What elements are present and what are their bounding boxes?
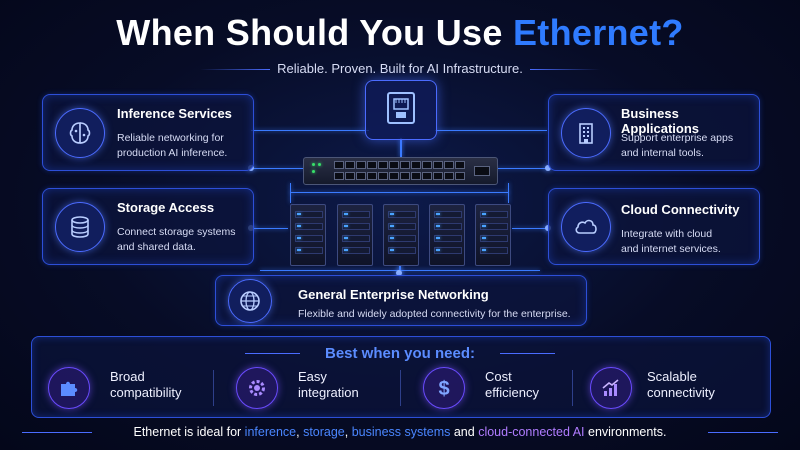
connector-line xyxy=(512,228,548,229)
card-general-enterprise-networking: General Enterprise Networking Flexible a… xyxy=(215,275,587,326)
server-rack xyxy=(290,204,326,266)
footer-text: Ethernet is ideal for inference, storage… xyxy=(133,425,667,439)
ethernet-port-icon xyxy=(365,80,437,140)
card-title: Storage Access xyxy=(117,200,215,215)
database-icon xyxy=(55,202,105,252)
connector-line xyxy=(496,168,548,169)
card-title: Inference Services xyxy=(117,106,232,121)
heading-rule-left xyxy=(245,353,300,354)
card-inference-services: Inference Services Reliable networking f… xyxy=(42,94,254,171)
heading-rule-right xyxy=(500,353,555,354)
connector-line xyxy=(435,130,547,131)
building-icon xyxy=(561,108,611,158)
title-prefix: When Should You Use xyxy=(116,12,513,53)
footer-rule-right xyxy=(708,432,778,433)
best-when-heading: Best when you need: xyxy=(324,345,476,362)
subtitle: Reliable. Proven. Built for AI Infrastru… xyxy=(277,61,523,76)
cloud-icon xyxy=(561,202,611,252)
connector-line xyxy=(252,168,304,169)
growth-chart-icon xyxy=(590,367,632,409)
card-business-applications: Business Applications Support enterprise… xyxy=(548,94,760,171)
server-rack xyxy=(429,204,465,266)
title-accent: Ethernet? xyxy=(512,12,684,53)
connector-line xyxy=(290,183,291,203)
globe-icon xyxy=(228,279,272,323)
server-rack xyxy=(475,204,511,266)
gear-icon xyxy=(236,367,278,409)
card-title: Business Applications xyxy=(621,106,700,136)
connector-line xyxy=(251,130,369,131)
card-title: General Enterprise Networking xyxy=(298,287,489,302)
puzzle-icon xyxy=(48,367,90,409)
best-when-panel xyxy=(31,336,771,418)
server-rack xyxy=(337,204,373,266)
connector-node xyxy=(396,270,402,276)
server-rack xyxy=(383,204,419,266)
card-description: Flexible and widely adopted connectivity… xyxy=(298,308,571,320)
connector-line xyxy=(508,183,509,203)
connector-line xyxy=(290,192,509,193)
connector-line xyxy=(252,228,288,229)
dollar-icon: $ xyxy=(423,367,465,409)
svg-text:$: $ xyxy=(438,378,449,400)
page-title: When Should You Use Ethernet? xyxy=(0,12,800,54)
connector-line xyxy=(400,138,402,157)
divider xyxy=(572,370,573,406)
brain-icon xyxy=(55,108,105,158)
footer-rule-left xyxy=(22,432,92,433)
divider xyxy=(213,370,214,406)
network-switch xyxy=(303,157,498,185)
subtitle-rule-right xyxy=(530,69,600,70)
divider xyxy=(400,370,401,406)
connector-node xyxy=(545,165,551,171)
card-title: Cloud Connectivity xyxy=(621,202,740,217)
subtitle-rule-left xyxy=(200,69,270,70)
